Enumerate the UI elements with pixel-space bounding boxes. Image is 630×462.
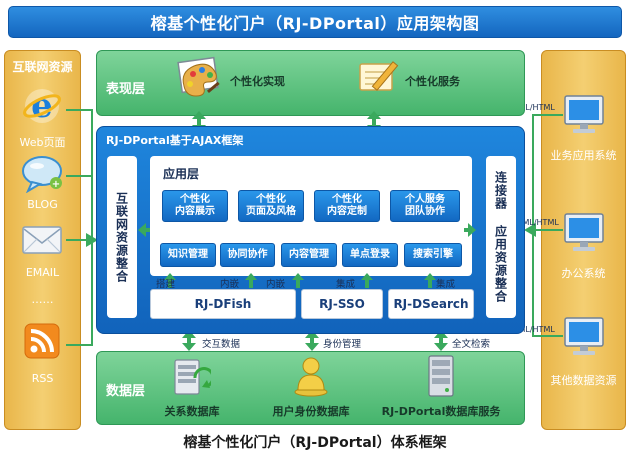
monitor-icon — [564, 213, 604, 251]
monitor-icon — [564, 95, 604, 133]
module-content-display: 个性化 内容展示 — [162, 190, 228, 222]
module-team-collab: 个人服务 团队协作 — [390, 190, 460, 222]
diagram-title: 榕基个性化门户（RJ-DPortal）应用架构图 — [150, 14, 480, 33]
base-rj-dfish: RJ-DFish — [150, 289, 296, 319]
xml-html-label: XML/HTML — [513, 325, 555, 334]
presentation-layer — [96, 50, 525, 116]
base-rj-dfish-label: RJ-DFish — [194, 297, 252, 311]
blog-label: BLOG — [27, 198, 58, 211]
edge-label-build: 搭建 — [156, 279, 176, 290]
module-content-custom: 个性化 内容定制 — [314, 190, 380, 222]
edge-label-integrate: 集成 — [336, 279, 356, 290]
office-system-label: 办公系统 — [561, 267, 606, 280]
base-rj-dsearch: RJ-DSearch — [388, 289, 474, 319]
connector-integration-box: 连接器 应用资源整合 — [486, 156, 516, 318]
application-layer-name: 应用层 — [163, 167, 200, 181]
diagram-title-bar: 榕基个性化门户（RJ-DPortal）应用架构图 — [8, 6, 622, 38]
edge-label-embed: 内嵌 — [220, 279, 240, 290]
rss-label: RSS — [31, 372, 54, 385]
database-sync-icon — [174, 359, 211, 395]
business-system-label: 业务应用系统 — [550, 149, 617, 162]
server-icon — [428, 355, 454, 397]
module-single-sign-on: 单点登录 — [342, 243, 398, 267]
more-items-label: …… — [31, 293, 54, 306]
web-page-label: Web页面 — [19, 136, 66, 149]
presentation-layer-name: 表现层 — [106, 82, 146, 97]
module-knowledge-mgmt: 知识管理 — [160, 243, 216, 267]
framework-title: RJ-DPortal基于AJAX框架 — [106, 134, 244, 147]
pencil-icon — [359, 61, 399, 91]
monitor-icon — [564, 317, 604, 355]
data-layer-name: 数据层 — [106, 384, 146, 399]
connector-integration-label: 连接器 应用资源整合 — [493, 171, 508, 303]
relational-db-label: 关系数据库 — [164, 405, 220, 418]
diagram-caption: 榕基个性化门户（RJ-DPortal）体系框架 — [183, 435, 447, 451]
base-rj-dsearch-label: RJ-DSearch — [393, 297, 469, 311]
email-label: EMAIL — [25, 266, 60, 279]
palette-icon — [177, 56, 220, 97]
module-search-engine: 搜索引擎 — [404, 243, 462, 267]
base-rj-sso-label: RJ-SSO — [319, 297, 365, 311]
other-data-label: 其他数据资源 — [550, 374, 617, 387]
module-content-mgmt: 内容管理 — [281, 243, 337, 267]
rss-icon — [24, 323, 60, 359]
module-collaboration: 协同协作 — [220, 243, 275, 267]
internet-integration-label: 互联网资源整合 — [114, 191, 129, 283]
personalization-service-label: 个性化服务 — [405, 75, 460, 88]
xml-html-label: XML/HTML — [517, 218, 559, 227]
edge-label-embed: 内嵌 — [266, 279, 286, 290]
xml-html-label: XML/HTML — [513, 103, 555, 112]
base-rj-sso: RJ-SSO — [301, 289, 383, 319]
portal-db-service-label: RJ-DPortal数据库服务 — [381, 405, 501, 418]
user-identity-db-label: 用户身份数据库 — [272, 405, 350, 418]
connector-interaction-data: 交互数据 — [202, 339, 241, 350]
edge-label-integrate: 集成 — [436, 279, 456, 290]
svg-text:+: + — [52, 179, 60, 190]
chat-bubble-icon: + — [22, 156, 62, 193]
internet-integration-box: 互联网资源整合 — [107, 156, 137, 318]
envelope-icon — [22, 226, 62, 254]
module-page-style: 个性化 页面及风格 — [238, 190, 304, 222]
internet-resources-title: 互联网资源 — [12, 60, 73, 74]
connector-identity-mgmt: 身份管理 — [323, 339, 362, 350]
ie-icon: e — [23, 86, 61, 126]
connector-fulltext-search: 全文检索 — [452, 339, 491, 350]
personalization-impl-label: 个性化实现 — [230, 75, 285, 88]
user-icon — [294, 357, 328, 397]
